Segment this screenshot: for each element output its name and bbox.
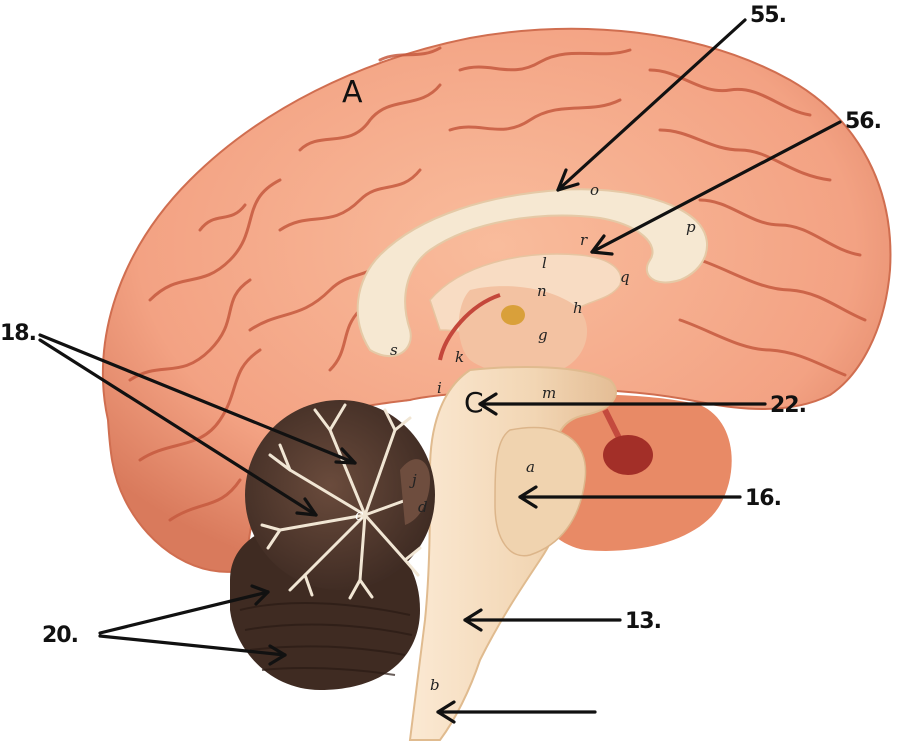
arbor-vitae [260,403,422,600]
label-region-a: A [342,75,363,110]
label-m: m [542,384,556,402]
label-o: o [590,181,599,199]
label-r: r [580,231,588,249]
label-region-c: C [464,386,484,419]
label-56: 56. [845,109,881,134]
intermediate-mass [501,305,525,325]
cerebellum-folia [239,602,413,676]
label-55: 55. [750,3,786,28]
corpus-callosum [356,188,709,357]
label-p: p [686,218,696,236]
pituitary-gland [603,435,653,475]
label-g: g [538,326,548,344]
pons [494,426,587,557]
label-20: 20. [42,623,78,648]
label-n: n [537,282,547,300]
label-k: k [455,348,464,366]
label-b: b [430,676,440,694]
thalamus [458,286,588,376]
number-labels: 55. 56. 18. 22. 16. 13. 20. [0,3,882,648]
label-j: j [409,471,417,489]
fourth-ventricle [400,459,430,525]
label-a: a [526,458,535,476]
label-18: 18. [0,321,36,346]
anterior-cerebral-artery [438,293,501,361]
sulci-lines [128,46,867,522]
label-l: l [542,254,547,272]
label-22: 22. [770,393,806,418]
label-q: q [620,268,630,286]
label-c: c [355,506,364,524]
label-h: h [573,299,583,317]
pointer-arrows [38,18,842,724]
label-16: 16. [745,486,781,511]
label-d: d [418,498,428,516]
label-s: s [390,341,398,359]
structure-letter-labels: o p r l q n h g s k i m a d j c b [355,181,696,694]
infundibulum [602,408,623,442]
label-i: i [437,379,442,397]
label-13: 13. [625,609,661,634]
